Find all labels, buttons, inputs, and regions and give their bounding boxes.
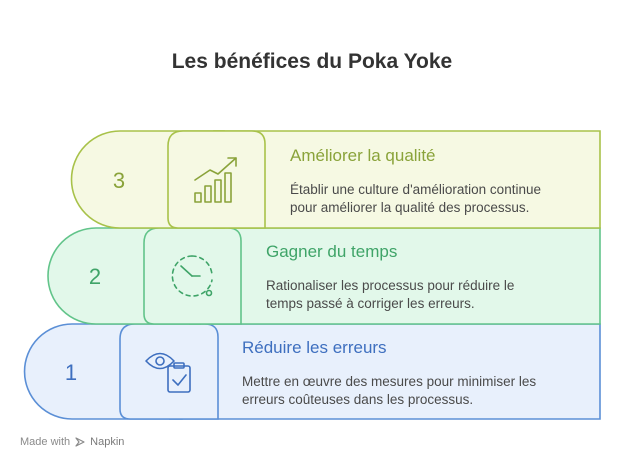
level-1-description-line-1: Mettre en œuvre des mesures pour minimis… (242, 374, 537, 389)
level-2-description: Rationaliser les processus pour réduire … (266, 277, 514, 313)
level-1-number: 1 (64, 360, 78, 385)
level-2-number: 2 (88, 264, 102, 289)
level-3-heading: Améliorer la qualité (290, 146, 436, 165)
level-1-description: Mettre en œuvre des mesures pour minimis… (242, 373, 536, 409)
level-3-description-line-2: pour améliorer la qualité des processus. (290, 200, 530, 215)
level-3-number: 3 (112, 168, 126, 193)
level-3-description-line-1: Établir une culture d'amélioration conti… (290, 182, 541, 197)
level-2-shapes (47, 227, 601, 325)
timer-icon (171, 255, 213, 297)
level-2-description-line-2: temps passé à corriger les erreurs. (266, 296, 475, 311)
growth-chart-icon (194, 157, 237, 203)
level-2-description-line-1: Rationaliser les processus pour réduire … (266, 278, 515, 293)
level-1-heading: Réduire les erreurs (242, 338, 387, 357)
diagram-title: Les bénéfices du Poka Yoke (171, 50, 453, 73)
eye-checklist-icon (145, 352, 191, 393)
level-2-heading: Gagner du temps (266, 242, 398, 261)
level-3-description: Établir une culture d'amélioration conti… (290, 181, 541, 217)
napkin-logo-icon (75, 437, 85, 447)
napkin-brand-label: Napkin (90, 436, 125, 448)
made-with-napkin-footer[interactable]: Made with Napkin (20, 436, 124, 448)
level-1-shapes (23, 323, 601, 420)
made-with-label: Made with (20, 436, 71, 448)
level-1-icon-tab (119, 323, 219, 420)
level-1-description-line-2: erreurs coûteuses dans les processus. (242, 392, 474, 407)
